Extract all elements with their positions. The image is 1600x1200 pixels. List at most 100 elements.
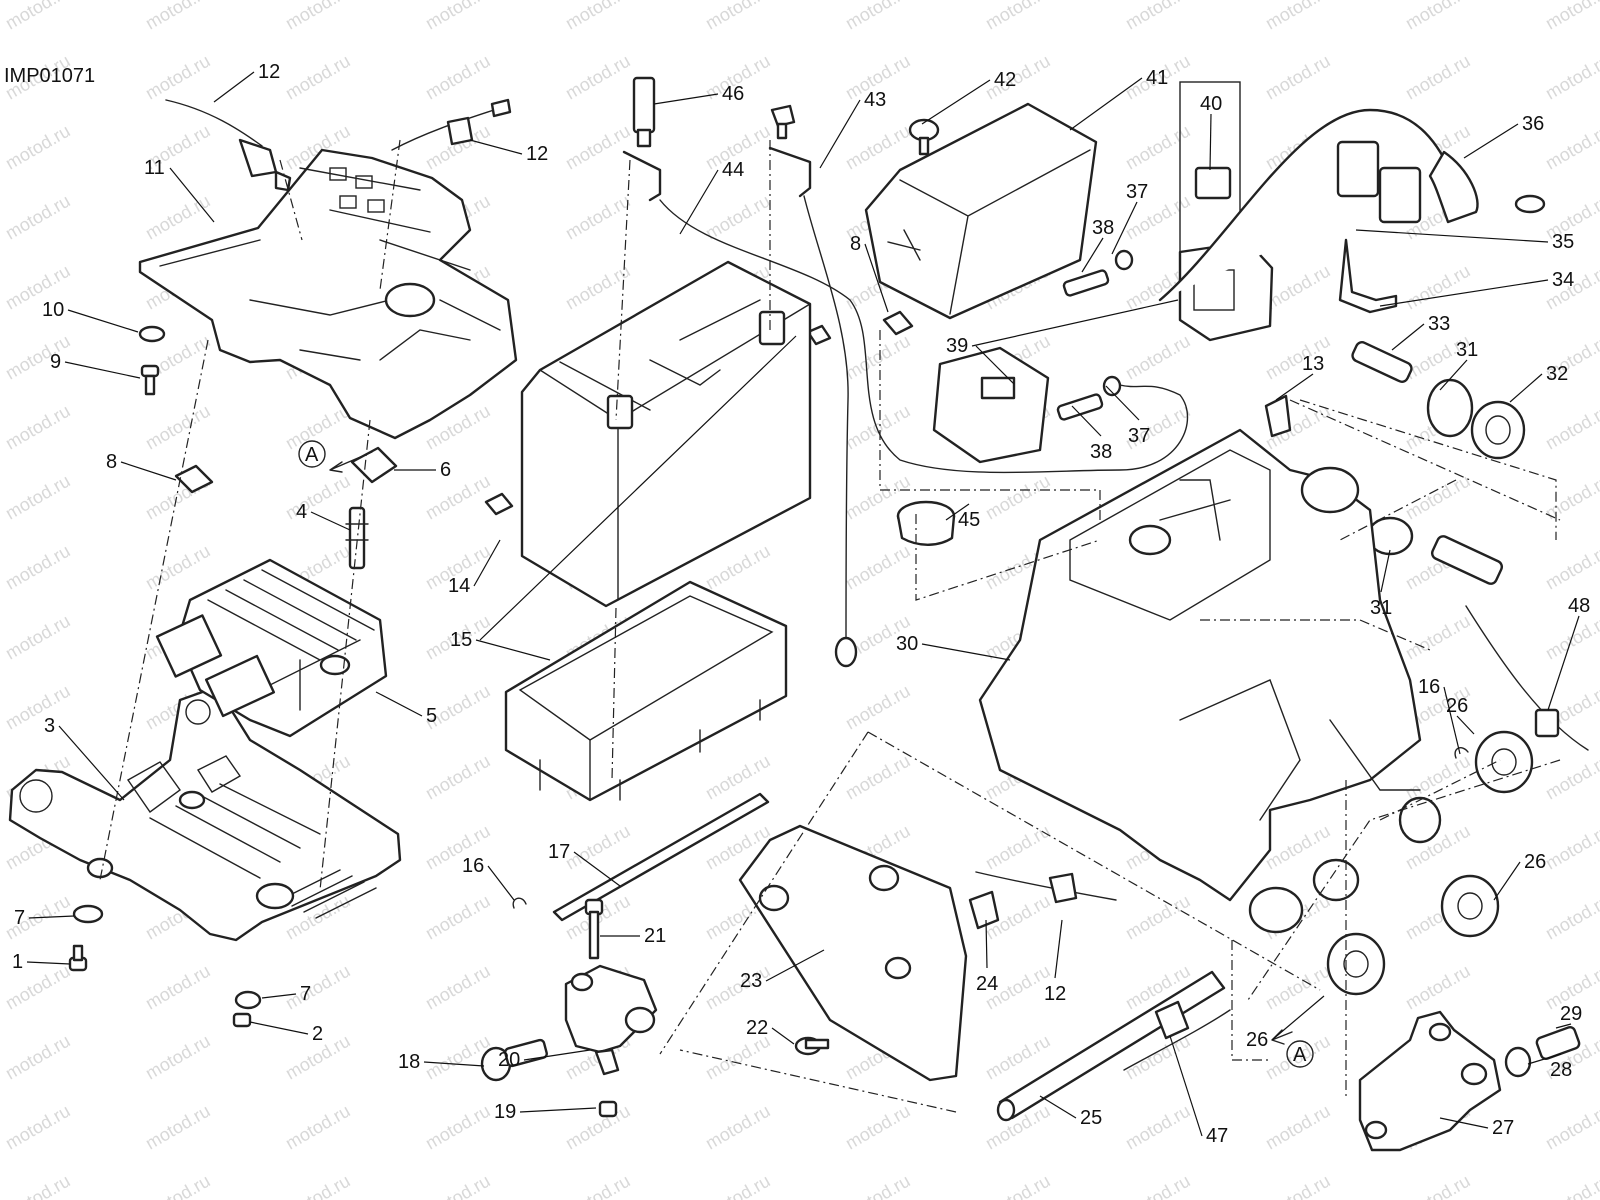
callout-16: 16 <box>462 855 484 877</box>
callout-3: 3 <box>44 715 55 737</box>
callout-28: 28 <box>1550 1059 1572 1081</box>
watermark-text: motod.ru <box>1402 611 1474 664</box>
washer-31-top <box>1426 378 1474 438</box>
watermark-text: motod.ru <box>282 1171 354 1200</box>
watermark-text: motod.ru <box>1542 611 1600 664</box>
cable-tie-12-bottom <box>975 871 1117 904</box>
leader-line-3 <box>58 725 125 801</box>
leader-line-27 <box>1439 1117 1489 1129</box>
rubber-bush-26-a <box>1474 730 1534 794</box>
watermark-text: motod.ru <box>142 1171 214 1200</box>
watermark-text: motod.ru <box>1542 891 1600 944</box>
leader-line-18 <box>423 1061 485 1067</box>
rubber-bush-26-c <box>1326 932 1386 996</box>
fuse-box-cover <box>864 102 1098 320</box>
callout-22: 22 <box>746 1017 768 1039</box>
rod-17 <box>552 792 770 922</box>
leader-line-32 <box>1509 373 1543 403</box>
watermark-text: motod.ru <box>1262 961 1334 1014</box>
rubber-bush-32 <box>1470 400 1526 460</box>
watermark-text: motod.ru <box>562 821 634 874</box>
callout-38: 38 <box>1092 217 1114 239</box>
watermark-text: motod.ru <box>1542 51 1600 104</box>
leader-line-26 <box>1493 861 1521 901</box>
regulator-base-plate <box>8 688 402 942</box>
callout-13: 13 <box>1302 353 1324 375</box>
watermark-text: motod.ru <box>842 541 914 594</box>
callout-8: 8 <box>850 233 861 255</box>
clip-nut-8-left <box>174 464 214 494</box>
relay-cover <box>932 346 1050 464</box>
leader-line-35 <box>1355 229 1549 243</box>
watermark-text: motod.ru <box>1402 471 1474 524</box>
callout-1: 1 <box>12 951 23 973</box>
leader-line-37 <box>1105 385 1140 421</box>
watermark-text: motod.ru <box>562 191 634 244</box>
callout-34: 34 <box>1552 269 1574 291</box>
washer-10 <box>138 325 166 343</box>
callout-36: 36 <box>1522 113 1544 135</box>
leader-line-25 <box>1039 1095 1077 1119</box>
watermark-text: motod.ru <box>1122 121 1194 174</box>
watermark-text: motod.ru <box>1542 121 1600 174</box>
screw-22 <box>794 1036 830 1056</box>
callout-7: 7 <box>300 983 311 1005</box>
watermark-text: motod.ru <box>1402 51 1474 104</box>
watermark-text: motod.ru <box>1402 1171 1474 1200</box>
leader-line-7 <box>261 993 297 999</box>
watermark-text: motod.ru <box>282 961 354 1014</box>
callout-42: 42 <box>994 69 1016 91</box>
bolt-38-top <box>1062 269 1110 297</box>
leader-line-31 <box>1439 359 1468 391</box>
watermark-text: motod.ru <box>702 1101 774 1154</box>
watermark-text: motod.ru <box>1262 1171 1334 1200</box>
watermark-text: motod.ru <box>422 1101 494 1154</box>
leader-line-20 <box>523 1049 591 1061</box>
cable-tie-12-left <box>165 99 292 192</box>
watermark-text: motod.ru <box>142 51 214 104</box>
leader-line-38 <box>1081 237 1104 273</box>
watermark-text: motod.ru <box>842 331 914 384</box>
watermark-text: motod.ru <box>1402 261 1474 314</box>
watermark-text: motod.ru <box>842 1101 914 1154</box>
clip-nut-8-mid <box>882 310 914 336</box>
callout-17: 17 <box>548 841 570 863</box>
watermark-text: motod.ru <box>2 401 74 454</box>
watermark-text: motod.ru <box>702 1171 774 1200</box>
voltage-regulator <box>155 558 388 738</box>
watermark-text: motod.ru <box>982 1171 1054 1200</box>
standoff-46 <box>632 76 656 148</box>
watermark-text: motod.ru <box>142 401 214 454</box>
leader-line-7 <box>28 915 75 919</box>
leader-line-41 <box>1069 77 1143 131</box>
watermark-text: motod.ru <box>1542 0 1600 33</box>
watermark-text: motod.ru <box>422 891 494 944</box>
bolt-38-bottom <box>1056 393 1104 421</box>
screw-42 <box>908 118 940 156</box>
watermark-text: motod.ru <box>2 681 74 734</box>
callout-12: 12 <box>258 61 280 83</box>
callout-21: 21 <box>644 925 666 947</box>
watermark-text: motod.ru <box>422 471 494 524</box>
watermark-text: motod.ru <box>422 51 494 104</box>
watermark-text: motod.ru <box>142 0 214 33</box>
callout-12: 12 <box>1044 983 1066 1005</box>
watermark-text: motod.ru <box>1122 331 1194 384</box>
battery <box>520 260 812 608</box>
leader-line-8 <box>120 461 177 481</box>
watermark-text: motod.ru <box>1542 751 1600 804</box>
view-marker-a-left: A <box>298 440 373 473</box>
leader-line-48 <box>1547 615 1580 711</box>
callout-24: 24 <box>976 973 998 995</box>
leader-line-15 <box>475 639 551 661</box>
leader-line-17 <box>573 851 621 887</box>
watermark-text: motod.ru <box>982 471 1054 524</box>
washer-28 <box>1504 1046 1532 1078</box>
watermark-text: motod.ru <box>2 0 74 33</box>
svg-text:A: A <box>305 444 319 466</box>
callout-48: 48 <box>1568 595 1590 617</box>
footrest-bracket-20 <box>564 964 658 1076</box>
leader-line-16 <box>1443 686 1461 755</box>
assembly-lines <box>99 139 1561 1113</box>
callout-12: 12 <box>526 143 548 165</box>
